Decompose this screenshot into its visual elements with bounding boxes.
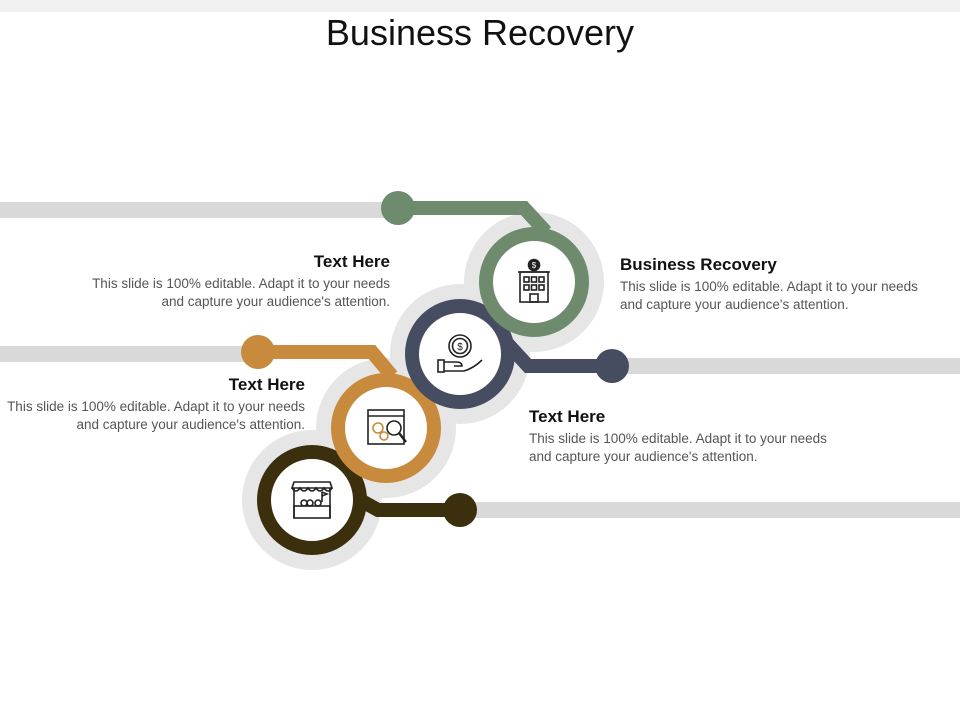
block-1-heading: Text Here <box>313 252 390 271</box>
block-4-body: This slide is 100% editable. Adapt it to… <box>529 431 827 464</box>
text-block-3: Text Here This slide is 100% editable. A… <box>0 375 305 434</box>
end-dot-navy <box>595 349 629 383</box>
end-dot-brown <box>443 493 477 527</box>
market-stall-icon <box>290 481 334 519</box>
gear-search-icon <box>367 409 407 445</box>
block-2-heading: Business Recovery <box>620 255 777 274</box>
track-line-1 <box>0 202 398 218</box>
block-3-body: This slide is 100% editable. Adapt it to… <box>7 399 305 432</box>
svg-text:$: $ <box>457 342 463 353</box>
block-4-heading: Text Here <box>529 407 606 426</box>
block-2-body: This slide is 100% editable. Adapt it to… <box>620 279 918 312</box>
block-1-body: This slide is 100% editable. Adapt it to… <box>92 276 390 309</box>
end-dot-orange <box>241 335 275 369</box>
track-line-2 <box>0 346 258 362</box>
slide-title: Business Recovery <box>325 12 635 53</box>
block-3-heading: Text Here <box>228 375 305 394</box>
building-dollar-icon: $ <box>518 258 550 303</box>
track-line-3 <box>612 358 960 374</box>
text-block-1: Text Here This slide is 100% editable. A… <box>80 252 390 311</box>
end-dot-green <box>381 191 415 225</box>
ring-orange <box>331 373 441 483</box>
connector-green <box>398 201 552 237</box>
top-band <box>0 0 960 12</box>
track-line-4 <box>460 502 960 518</box>
svg-text:$: $ <box>532 261 537 270</box>
text-block-2: Business Recovery This slide is 100% edi… <box>620 255 920 314</box>
text-block-4: Text Here This slide is 100% editable. A… <box>529 407 829 466</box>
hand-coin-icon: $ <box>437 334 483 373</box>
connector-orange <box>258 345 398 381</box>
